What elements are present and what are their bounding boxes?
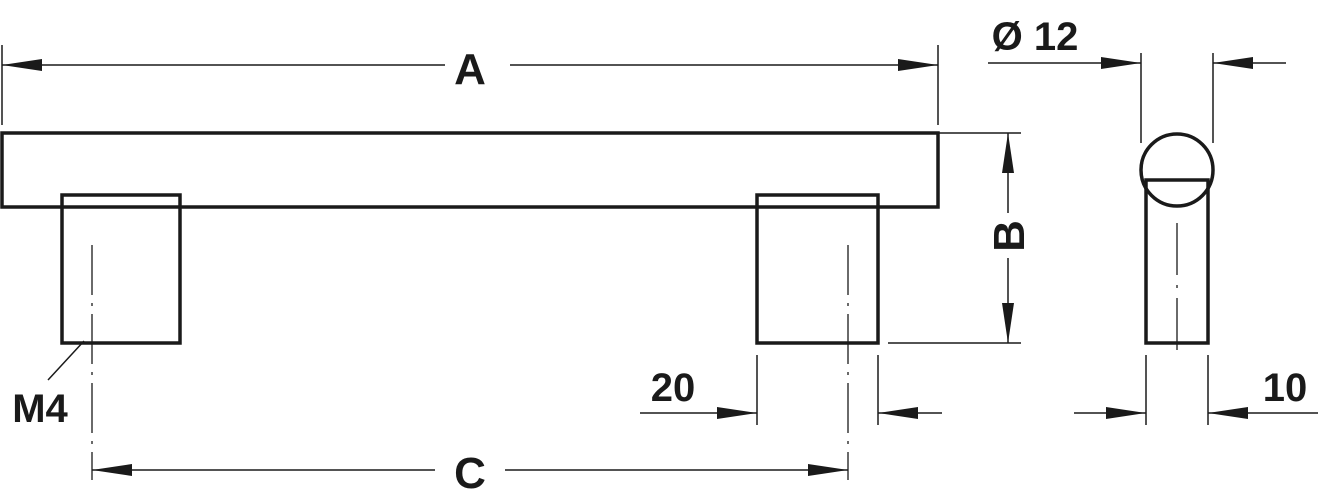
handle-bar — [0, 131, 940, 209]
rod-cross-section — [1139, 132, 1215, 208]
side-view — [1139, 132, 1215, 356]
dimension-a: A — [1, 45, 939, 125]
dimension-rod-width: 10 — [1074, 355, 1318, 425]
rod-width-label: 10 — [1263, 366, 1308, 410]
front-view — [0, 131, 940, 480]
thread-label: M4 — [12, 387, 68, 431]
thread-callout: M4 — [12, 340, 85, 431]
left-post — [60, 193, 182, 345]
diameter-label: Ø 12 — [992, 15, 1079, 59]
dimension-b-label: B — [985, 220, 1034, 252]
dimension-a-label: A — [454, 45, 486, 94]
post-width-label: 20 — [651, 366, 696, 410]
dimension-diameter: Ø 12 — [988, 15, 1286, 143]
dimension-c-label: C — [454, 449, 486, 492]
right-post — [755, 193, 880, 345]
dimension-b: B — [888, 132, 1034, 344]
dimension-c: C — [92, 449, 848, 492]
dimension-post-width: 20 — [640, 355, 942, 425]
